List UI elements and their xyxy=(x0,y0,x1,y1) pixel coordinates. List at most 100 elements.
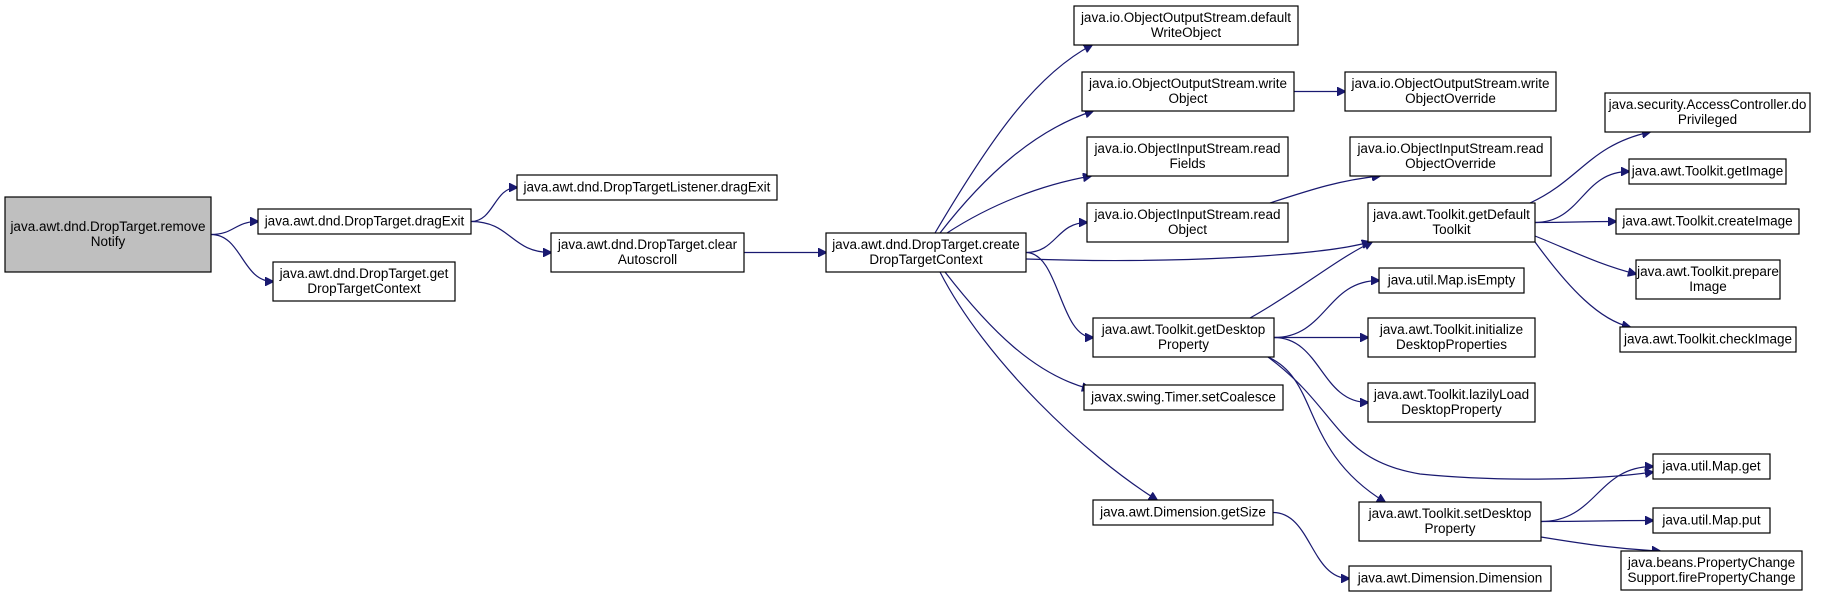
node-label: Object xyxy=(1168,91,1207,106)
node-oosDefault[interactable]: java.io.ObjectOutputStream.defaultWriteO… xyxy=(1073,5,1299,46)
node-label: java.io.ObjectInputStream.read xyxy=(1093,141,1280,156)
node-createImage[interactable]: java.awt.Toolkit.createImage xyxy=(1615,208,1800,235)
edge-dragExit-to-listenerDragExit xyxy=(470,188,517,223)
node-box xyxy=(4,196,212,273)
node-setCoalesce[interactable]: javax.swing.Timer.setCoalesce xyxy=(1083,384,1284,411)
node-mapIsEmpty[interactable]: java.util.Map.isEmpty xyxy=(1378,267,1525,294)
node-label: java.awt.dnd.DropTargetListener.dragExit xyxy=(523,180,771,195)
node-box xyxy=(825,232,1027,273)
edge-createDTC-to-dimGetSize xyxy=(939,271,1157,500)
edge-tkDefault-to-createImage xyxy=(1534,222,1616,223)
node-label: Property xyxy=(1424,521,1475,536)
edge-setDesktopProp-to-mapGet xyxy=(1540,467,1653,523)
node-label: Fields xyxy=(1169,156,1205,171)
edge-dimGetSize-to-dimDimension xyxy=(1272,511,1349,579)
node-label: java.io.ObjectInputStream.read xyxy=(1093,207,1280,222)
node-mapGet[interactable]: java.util.Map.get xyxy=(1652,453,1771,480)
edge-tkDefault-to-doPriv xyxy=(1529,132,1650,204)
node-firePC[interactable]: java.beans.PropertyChangeSupport.firePro… xyxy=(1620,550,1803,591)
edge-getDesktopProp-to-mapGet xyxy=(1267,356,1653,480)
node-box xyxy=(1367,202,1536,243)
node-label: Autoscroll xyxy=(618,252,677,267)
edge-getDesktopProp-to-lazilyLoad xyxy=(1273,336,1368,403)
edge-root-to-dragExit xyxy=(210,222,258,236)
node-doPriv[interactable]: java.security.AccessController.doPrivile… xyxy=(1604,92,1811,133)
node-label: java.awt.Toolkit.initialize xyxy=(1379,322,1523,337)
node-label: java.util.Map.get xyxy=(1661,459,1761,474)
edge-dragExit-to-clearAuto xyxy=(470,220,551,253)
node-label: java.util.Map.isEmpty xyxy=(1387,273,1516,288)
node-box xyxy=(1367,317,1536,358)
node-label: java.beans.PropertyChange xyxy=(1627,555,1795,570)
edge-createDTC-to-oosDefault xyxy=(934,45,1092,234)
node-label: java.io.ObjectOutputStream.write xyxy=(1350,76,1549,91)
node-box xyxy=(1344,71,1557,112)
node-oosWriteOverride[interactable]: java.io.ObjectOutputStream.writeObjectOv… xyxy=(1344,71,1557,112)
node-label: java.awt.Toolkit.createImage xyxy=(1621,214,1792,229)
node-box xyxy=(1620,550,1803,591)
node-box xyxy=(1378,267,1525,294)
edge-createDTC-to-tkDefault xyxy=(1025,242,1370,262)
node-dimDimension[interactable]: java.awt.Dimension.Dimension xyxy=(1348,565,1552,592)
node-label: java.awt.Toolkit.setDesktop xyxy=(1368,506,1532,521)
node-box xyxy=(1073,5,1299,46)
node-box xyxy=(1348,565,1552,592)
node-box xyxy=(1092,499,1274,526)
node-box xyxy=(1081,71,1295,112)
node-label: java.awt.dnd.DropTarget.clear xyxy=(557,237,738,252)
node-label: java.io.ObjectOutputStream.write xyxy=(1088,76,1287,91)
node-getDTC[interactable]: java.awt.dnd.DropTarget.getDropTargetCon… xyxy=(272,261,456,302)
edges-layer xyxy=(210,45,1660,579)
node-box xyxy=(1615,208,1800,235)
node-label: Support.firePropertyChange xyxy=(1627,570,1795,585)
node-label: Property xyxy=(1158,337,1209,352)
node-label: java.awt.Dimension.Dimension xyxy=(1357,571,1543,586)
node-box xyxy=(1619,326,1797,353)
node-lazilyLoad[interactable]: java.awt.Toolkit.lazilyLoadDesktopProper… xyxy=(1367,382,1536,423)
edge-tkDefault-to-checkImage xyxy=(1534,241,1630,327)
edge-createDTC-to-setCoalesce xyxy=(944,271,1090,389)
node-dimGetSize[interactable]: java.awt.Dimension.getSize xyxy=(1092,499,1274,526)
node-label: WriteObject xyxy=(1151,25,1222,40)
edge-createDTC-to-getDesktopProp xyxy=(1025,251,1093,338)
edge-setDesktopProp-to-firePC xyxy=(1540,536,1660,551)
edge-setDesktopProp-to-mapPut xyxy=(1540,521,1653,522)
node-box xyxy=(516,174,778,201)
node-label: Object xyxy=(1168,222,1207,237)
node-box xyxy=(1635,259,1781,300)
node-label: java.awt.Toolkit.getImage xyxy=(1631,164,1784,179)
node-label: DesktopProperty xyxy=(1401,402,1502,417)
node-mapPut[interactable]: java.util.Map.put xyxy=(1652,507,1771,534)
node-checkImage[interactable]: java.awt.Toolkit.checkImage xyxy=(1619,326,1797,353)
node-box xyxy=(272,261,456,302)
node-label: java.awt.dnd.DropTarget.remove xyxy=(9,219,205,234)
edge-tkDefault-to-getImage xyxy=(1534,172,1629,224)
node-box xyxy=(1604,92,1811,133)
node-createDTC[interactable]: java.awt.dnd.DropTarget.createDropTarget… xyxy=(825,232,1027,273)
node-label: Toolkit xyxy=(1432,222,1471,237)
node-label: Notify xyxy=(91,234,126,249)
node-dragExit[interactable]: java.awt.dnd.DropTarget.dragExit xyxy=(257,208,472,235)
node-getImage[interactable]: java.awt.Toolkit.getImage xyxy=(1628,158,1787,185)
node-box xyxy=(1367,382,1536,423)
node-listenerDragExit[interactable]: java.awt.dnd.DropTargetListener.dragExit xyxy=(516,174,778,201)
node-box xyxy=(1652,453,1771,480)
node-label: Image xyxy=(1689,279,1727,294)
node-label: DropTargetContext xyxy=(307,281,421,296)
node-initDesktop[interactable]: java.awt.Toolkit.initializeDesktopProper… xyxy=(1367,317,1536,358)
node-label: java.util.Map.put xyxy=(1661,513,1761,528)
node-oisReadOverride[interactable]: java.io.ObjectInputStream.readObjectOver… xyxy=(1349,136,1552,177)
edge-createDTC-to-oisRead xyxy=(1025,223,1087,254)
node-label: java.security.AccessController.do xyxy=(1608,97,1807,112)
node-label: java.awt.dnd.DropTarget.create xyxy=(831,237,1020,252)
